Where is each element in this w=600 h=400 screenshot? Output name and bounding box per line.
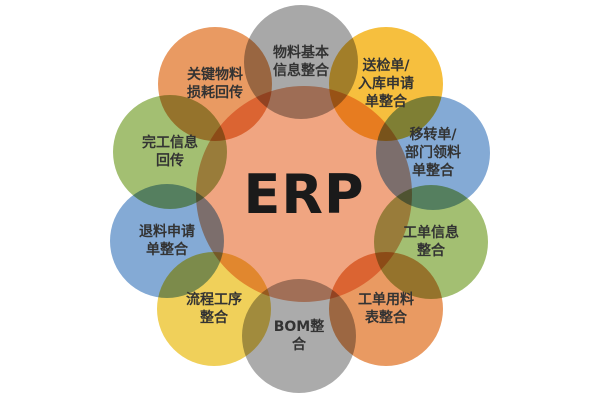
node-label-work-order-materials: 工单用料 表整合 [358, 291, 414, 326]
node-label-material-basic-info: 物料基本 信息整合 [273, 44, 329, 79]
erp-center-label: ERP [243, 162, 365, 226]
node-circle-key-material-loss-feedback [158, 27, 272, 141]
node-work-order-materials: 工单用料 表整合 [329, 252, 443, 366]
node-label-material-return-request: 退料申请 单整合 [139, 223, 195, 258]
node-label-work-order-info: 工单信息 整合 [403, 224, 459, 259]
node-material-basic-info: 物料基本 信息整合 [244, 5, 358, 119]
node-key-material-loss-feedback: 关键物料 损耗回传 [158, 27, 272, 141]
node-transfer-dept-requisition: 移转单/ 部门领料 单整合 [376, 96, 490, 210]
node-label-process-flow: 流程工序 整合 [186, 291, 242, 326]
node-label-key-material-loss-feedback: 关键物料 损耗回传 [187, 66, 243, 101]
node-material-return-request: 退料申请 单整合 [110, 184, 224, 298]
node-work-order-info: 工单信息 整合 [374, 185, 488, 299]
node-label-inspection-warehouse-request: 送检单/ 入库申请 单整合 [358, 57, 414, 111]
node-completion-info-feedback: 完工信息 回传 [113, 95, 227, 209]
node-label-bom-integration: BOM整 合 [273, 318, 325, 353]
center-node-erp: ERP [196, 86, 412, 302]
node-inspection-warehouse-request: 送检单/ 入库申请 单整合 [329, 27, 443, 141]
node-bom-integration: BOM整 合 [242, 279, 356, 393]
node-label-transfer-dept-requisition: 移转单/ 部门领料 单整合 [405, 126, 461, 180]
node-process-flow: 流程工序 整合 [157, 252, 271, 366]
node-label-completion-info-feedback: 完工信息 回传 [142, 134, 198, 169]
